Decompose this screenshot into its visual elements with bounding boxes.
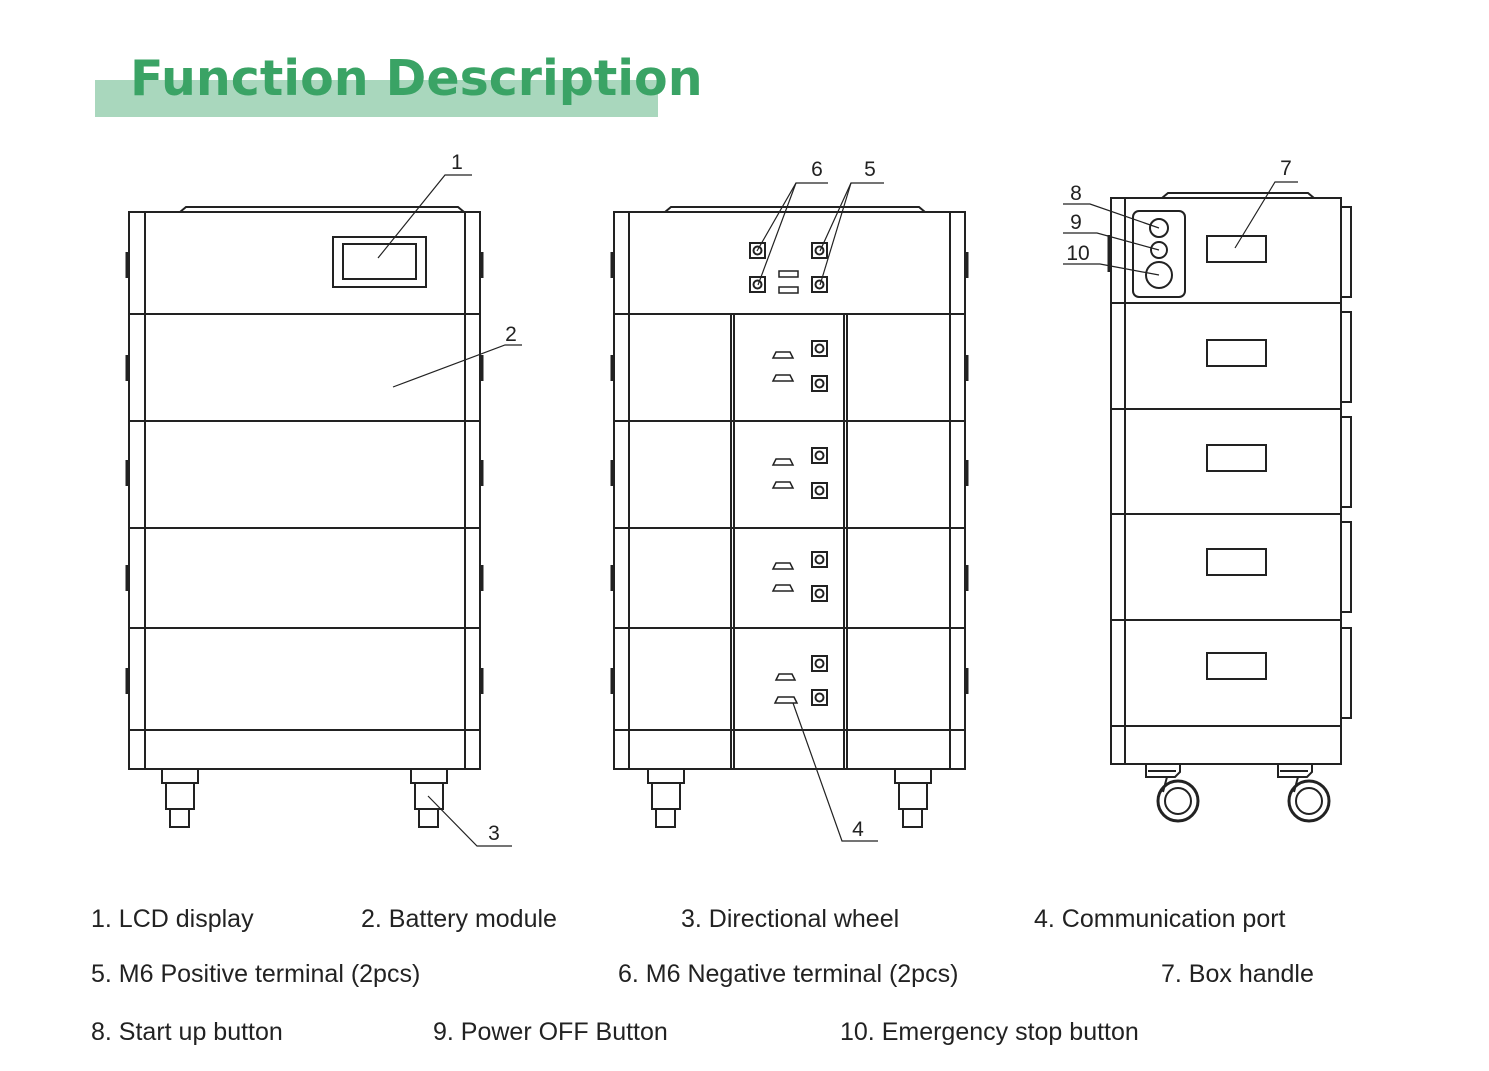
legend-item-box-handle: 7. Box handle: [1161, 960, 1314, 988]
module-terminals: [811, 340, 828, 706]
legend-item-positive-terminal: 5. M6 Positive terminal (2pcs): [91, 960, 421, 988]
callout-10: 10: [1066, 242, 1089, 265]
title-highlight-band: [95, 80, 658, 117]
start-up-button: [1149, 218, 1169, 238]
rear-view: [610, 182, 969, 842]
side-rail-panels: [1340, 206, 1352, 719]
top-comm-ports: [778, 270, 799, 294]
front-view: [125, 174, 522, 847]
callout-6: 6: [811, 158, 823, 181]
side-wheel-left: [1145, 764, 1200, 823]
callout-7: 7: [1280, 157, 1292, 180]
callout-8: 8: [1070, 182, 1082, 205]
control-button-panel: [1132, 210, 1186, 298]
lcd-display: [332, 236, 427, 288]
callout-1: 1: [451, 151, 463, 174]
legend-item-directional-wheel: 3. Directional wheel: [681, 905, 900, 933]
battery-module-dividers: [129, 313, 480, 731]
side-wheel-right: [1277, 764, 1331, 823]
legend-item-battery-module: 2. Battery module: [361, 905, 557, 933]
rear-cabinet-outline: [613, 211, 966, 770]
emergency-stop-button: [1145, 261, 1173, 289]
callout-9: 9: [1070, 211, 1082, 234]
front-side-latches: [125, 252, 484, 694]
rear-module-dividers: [614, 313, 965, 731]
callout-2: 2: [505, 323, 517, 346]
power-off-button: [1150, 241, 1168, 259]
rear-leader-lines: [756, 182, 884, 842]
legend-item-power-off-button: 9. Power OFF Button: [433, 1018, 668, 1046]
rear-side-latches: [610, 252, 969, 694]
rear-wheel-right: [894, 768, 932, 828]
legend-item-start-up-button: 8. Start up button: [91, 1018, 283, 1046]
front-leader-lines: [377, 174, 522, 847]
legend-item-communication-port: 4. Communication port: [1034, 905, 1286, 933]
callout-3: 3: [488, 822, 500, 845]
front-wheel-left: [161, 768, 199, 828]
legend-item-negative-terminal: 6. M6 Negative terminal (2pcs): [618, 960, 959, 988]
callout-4: 4: [852, 818, 864, 841]
legend-item-emergency-stop-button: 10. Emergency stop button: [840, 1018, 1139, 1046]
callout-5: 5: [864, 158, 876, 181]
side-view: [1063, 181, 1352, 823]
rear-wheel-left: [647, 768, 685, 828]
box-handles: [1206, 235, 1267, 680]
front-wheel-right: [410, 768, 448, 828]
side-leader-lines: [1063, 181, 1298, 276]
callout-numbers: 1 2 3 4 5 6 7 8 9 10: [451, 151, 1292, 845]
negative-terminals: [749, 242, 766, 293]
communication-ports: [771, 351, 799, 704]
legend-item-lcd-display: 1. LCD display: [91, 905, 254, 933]
positive-terminals: [811, 242, 828, 293]
page-title: Function Description: [130, 50, 703, 107]
front-cabinet-outline: [128, 211, 481, 770]
side-module-dividers: [1111, 302, 1341, 621]
